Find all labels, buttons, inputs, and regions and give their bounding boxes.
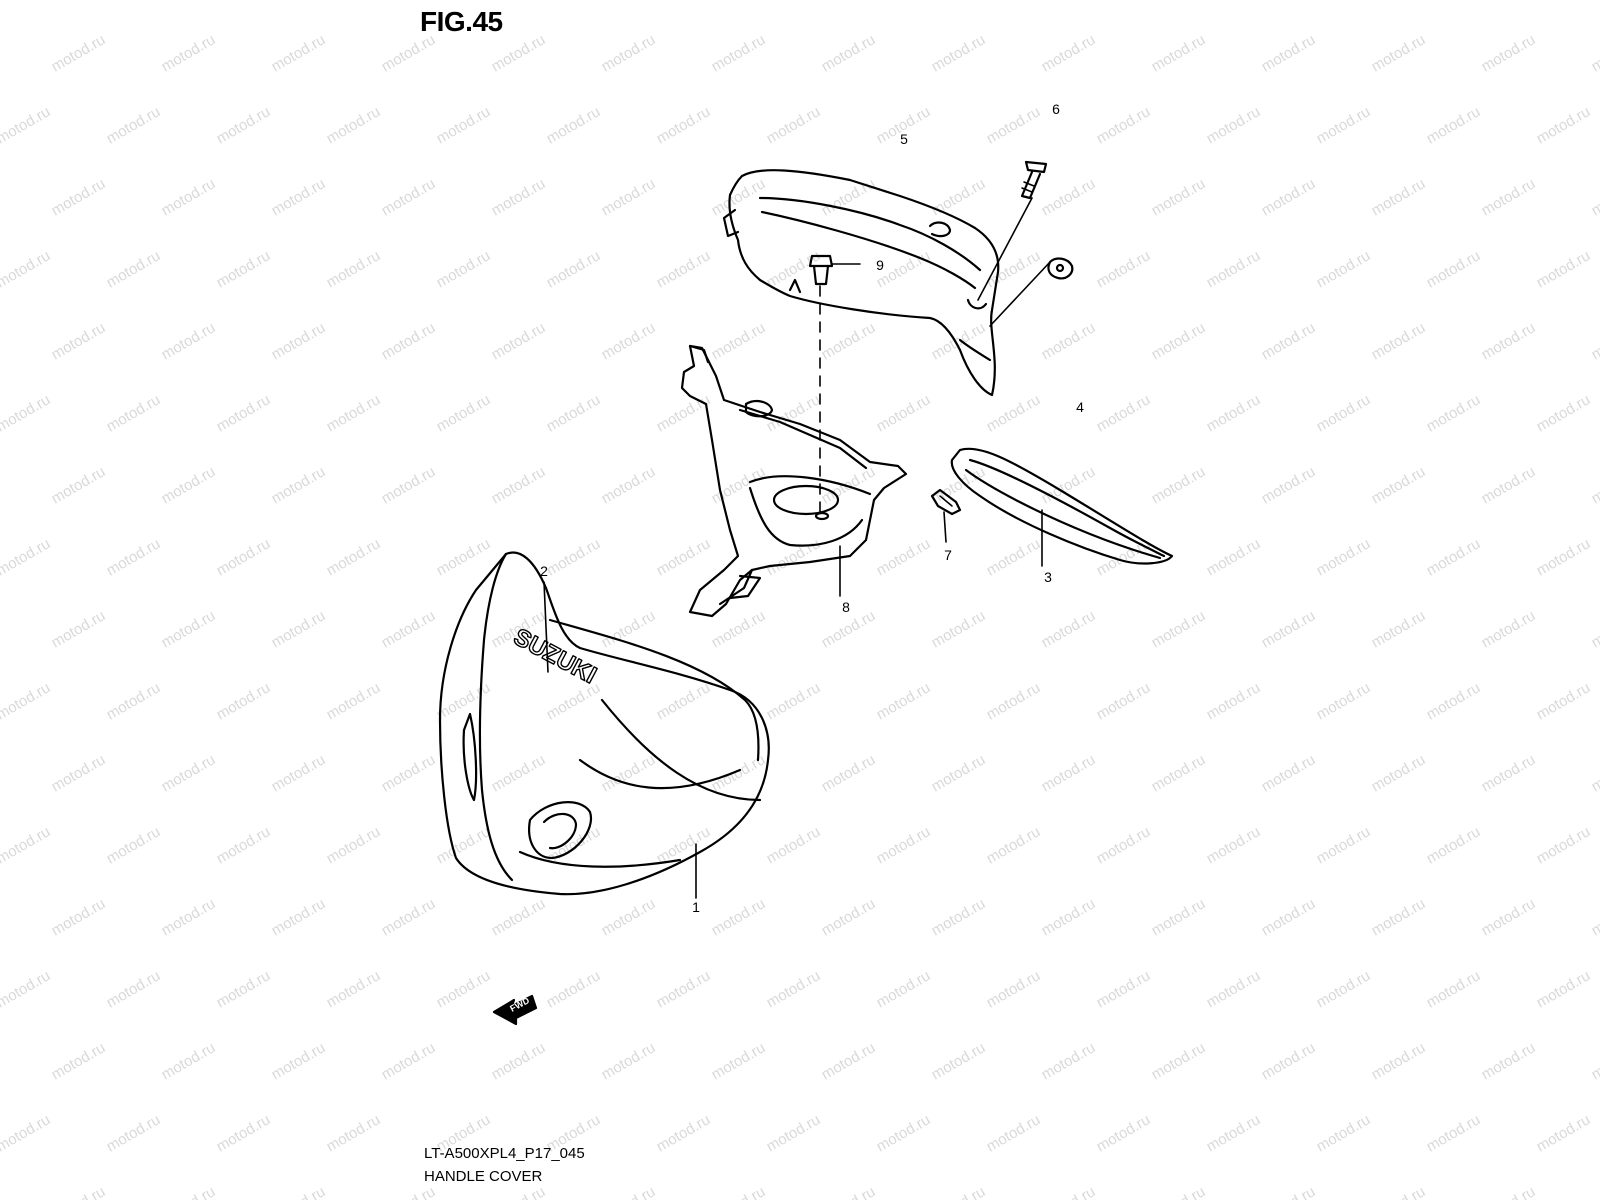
callout-6: 6 <box>1052 101 1060 117</box>
front-handle-cover-part-1 <box>438 551 770 899</box>
callout-4: 4 <box>1076 399 1084 415</box>
bezel-part-3 <box>950 447 1174 567</box>
suzuki-logo-text: SUZUKI <box>509 623 601 689</box>
callout-1: 1 <box>692 899 700 915</box>
nut-part-4 <box>989 257 1074 327</box>
screw-part-6 <box>977 160 1048 301</box>
callout-2: 2 <box>540 563 548 579</box>
callout-5: 5 <box>900 131 908 147</box>
clip-part-7 <box>930 488 962 543</box>
callout-7: 7 <box>944 547 952 563</box>
suzuki-emblem-part-2: SUZUKI <box>508 581 601 690</box>
upper-handle-cover <box>722 169 1000 397</box>
bracket-part-8 <box>680 344 908 618</box>
diagram-code: LT-A500XPL4_P17_045 <box>424 1145 585 1162</box>
callout-numbers: 1 2 3 4 5 6 7 8 9 <box>540 101 1084 915</box>
callout-8: 8 <box>842 599 850 615</box>
figure-title: FIG.45 <box>420 6 503 37</box>
fwd-arrow-icon: FWD <box>492 994 538 1026</box>
callout-3: 3 <box>1044 569 1052 585</box>
diagram-name: HANDLE COVER <box>424 1168 543 1185</box>
bolt-part-9 <box>808 254 861 513</box>
callout-9: 9 <box>876 257 884 273</box>
